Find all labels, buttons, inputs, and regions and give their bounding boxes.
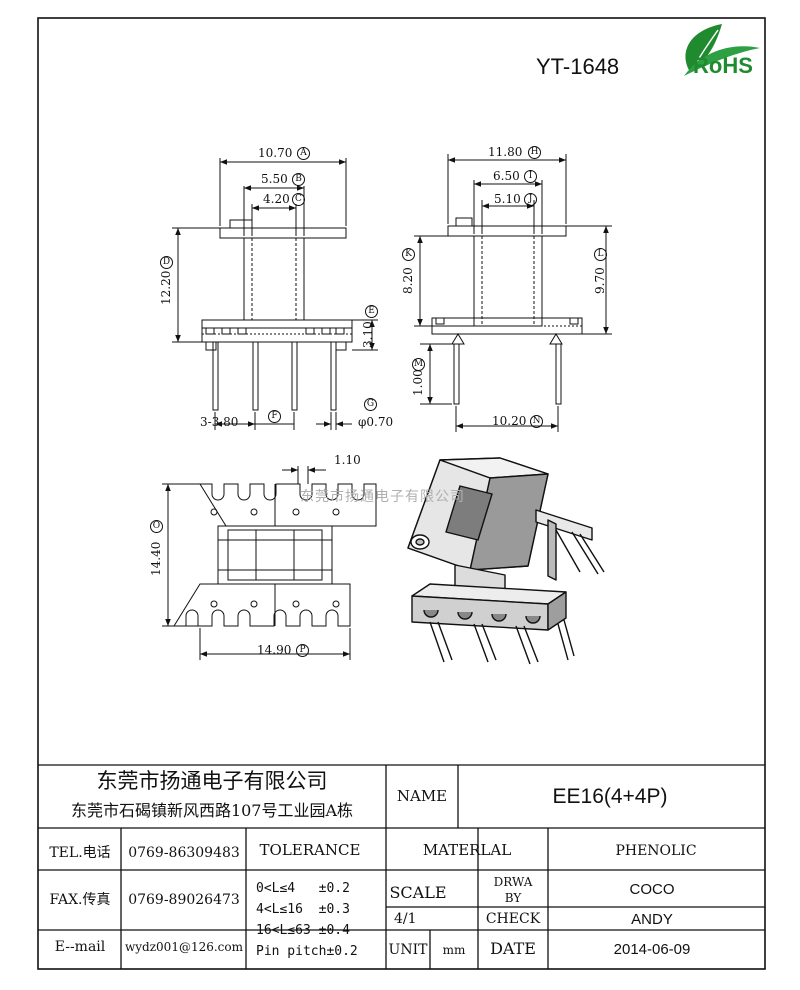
fax-label: FAX.传真 [49,892,111,908]
fax-value: 0769-89026473 [128,892,240,908]
dim-tag-l: L [594,248,607,261]
dim-tag-j: J [524,193,537,206]
dim-tag-m: M [412,358,425,371]
name-label: NAME [396,787,448,805]
dim-tag-n: N [530,415,543,428]
dim-l-value: 9.70 [593,267,607,294]
company-address: 东莞市石碣镇新风西路107号工业园A栋 [70,801,354,820]
dim-p-value: 14.90 [257,643,292,657]
dim-tag-d: D [160,256,173,269]
bottom-view [162,466,377,660]
dim-a-value: 10.70 [258,146,293,160]
dim-tag-f: F [268,410,281,423]
email-value: wydz001@126.com [124,940,244,954]
dim-tag-h: H [528,146,541,159]
company-name: 东莞市扬通电子有限公司 [96,769,328,793]
dim-tag-i: I [524,170,537,183]
dim-pin-spacing: 3-3.80 [200,415,239,429]
part-number: YT-1648 [536,54,620,79]
front-view [172,158,378,430]
dim-e-value: 3.10 [361,321,375,348]
check-label: CHECK [485,911,541,927]
dim-tag-o: O [150,520,163,533]
drawn-by-label-1: DRWA [493,875,533,889]
date-value: 2014-06-09 [613,941,691,958]
dim-tag-b: B [292,173,305,186]
check-value: ANDY [631,911,673,928]
dim-tag-a: A [297,147,310,160]
dim-tag-p: P [296,644,309,657]
email-label: E--mail [54,939,106,955]
tolerance-line-1: 0<L≤4 ±0.2 [256,881,350,896]
dim-slot-value: 1.10 [334,453,361,467]
dim-h-value: 11.80 [488,145,523,159]
side-view [414,154,612,432]
rohs-logo-text: RoHS [693,53,753,78]
title-block [38,764,765,969]
scale-value: 4/1 [394,911,417,927]
unit-label: UNIT [388,942,428,958]
tolerance-line-2: 4<L≤16 ±0.3 [256,902,350,917]
dim-n-value: 10.20 [492,414,527,428]
dim-j-value: 5.10 [494,192,521,206]
dim-tag-g: G [364,398,377,411]
tel-value: 0769-86309483 [128,845,240,861]
isometric-view [407,457,605,665]
tolerance-line-4: Pin pitch±0.2 [256,944,358,959]
dim-i-value: 6.50 [493,169,520,183]
rohs-leaf-icon [684,24,760,76]
unit-value: mm [442,943,466,957]
dim-k-value: 8.20 [401,267,415,294]
dim-g-value: φ0.70 [358,415,394,429]
scale-label: SCALE [389,883,447,902]
part-name-value: EE16(4+4P) [552,785,668,808]
dim-m-value: 1.00 [411,369,425,396]
dim-tag-c: C [292,193,305,206]
date-label: DATE [490,939,536,958]
material-label: MATERLAL [422,841,512,859]
drawn-by-label-2: BY [504,891,522,905]
dim-tag-e: E [365,305,378,318]
dim-d-value: 12.20 [159,270,173,305]
dim-c-value: 4.20 [263,192,290,206]
tel-label: TEL.电话 [49,845,111,861]
tolerance-line-3: 16<L≤63 ±0.4 [256,923,350,938]
dim-tag-k: K [402,248,415,261]
dim-b-value: 5.50 [261,172,288,186]
sheet-border [37,17,766,970]
drawn-by-value: COCO [629,881,675,898]
dim-o-value: 14.40 [149,541,163,576]
tolerance-label: TOLERANCE [259,841,361,859]
watermark: 东莞市扬通电子有限公司 [300,489,465,505]
material-value: PHENOLIC [615,843,697,859]
